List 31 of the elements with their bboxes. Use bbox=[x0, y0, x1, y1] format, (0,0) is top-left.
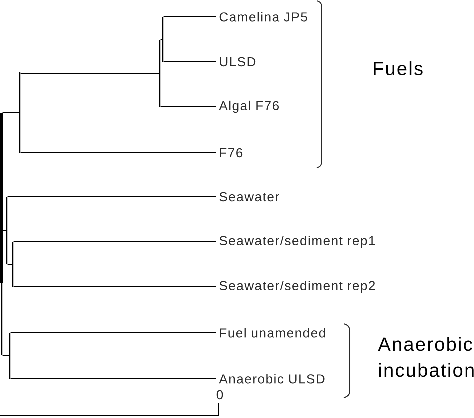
sample-label: Anaerobic ULSD bbox=[219, 374, 325, 384]
branch-line bbox=[20, 73, 160, 74]
junction-line bbox=[0, 113, 4, 355]
group-label: Anaerobic incubation bbox=[378, 337, 474, 378]
branch-line bbox=[163, 16, 216, 18]
branch-line bbox=[160, 39, 163, 40]
junction-line bbox=[159, 40, 161, 107]
sample-label: ULSD bbox=[220, 57, 256, 67]
branch-line bbox=[20, 152, 216, 154]
sample-label: Seawater/sediment rep2 bbox=[220, 280, 376, 294]
branch-line bbox=[7, 196, 216, 198]
branch-line bbox=[7, 264, 13, 265]
sample-label: F76 bbox=[220, 148, 243, 158]
branch-line bbox=[13, 286, 216, 288]
sample-label: Fuel unamended bbox=[220, 328, 326, 338]
sample-label: Seawater bbox=[220, 192, 280, 202]
branch-line bbox=[10, 332, 216, 334]
sample-label: Seawater/sediment rep1 bbox=[220, 236, 376, 248]
scale-label: 0 bbox=[216, 390, 224, 400]
branch-line bbox=[10, 378, 216, 380]
junction-line bbox=[12, 242, 14, 287]
junction-line bbox=[6, 197, 8, 264]
junction-line bbox=[19, 72, 21, 153]
sample-label: Camelina JP5 bbox=[220, 12, 308, 22]
branch-line bbox=[2, 112, 20, 113]
branch-line bbox=[160, 106, 216, 108]
sample-label: Algal F76 bbox=[219, 100, 279, 114]
junction-line bbox=[9, 333, 11, 379]
branch-line bbox=[2, 230, 7, 231]
group-label: Fuels bbox=[374, 62, 423, 76]
junction-line bbox=[162, 17, 164, 62]
